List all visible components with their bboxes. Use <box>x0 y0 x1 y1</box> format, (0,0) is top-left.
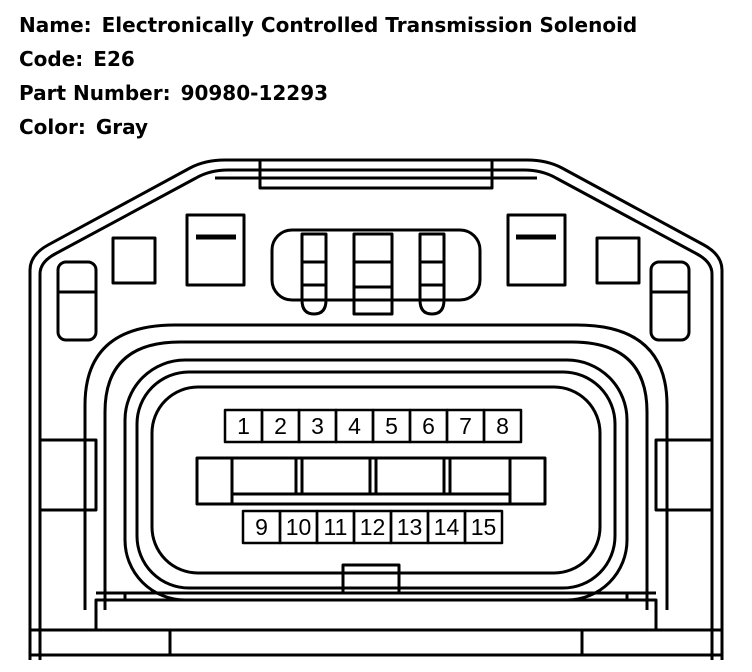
pin-10: 10 <box>278 509 319 545</box>
color-row: Color: Gray <box>19 110 739 144</box>
center-lock-slots <box>270 228 482 316</box>
pin-5: 5 <box>371 408 412 444</box>
pin-4: 4 <box>334 408 375 444</box>
part-number-label: Part Number: <box>19 81 171 105</box>
pin-15: 15 <box>463 509 504 545</box>
pin-number: 1 <box>237 413 250 439</box>
pin-number: 6 <box>422 413 435 439</box>
pin-7: 7 <box>445 408 486 444</box>
right-guide-block <box>654 438 714 512</box>
pin-1: 1 <box>223 408 264 444</box>
left-side-latch <box>56 260 98 342</box>
right-side-latch <box>649 260 691 342</box>
pin-number: 15 <box>471 514 497 540</box>
pin-12: 12 <box>352 509 393 545</box>
left-guide-block <box>38 438 98 512</box>
pin-3: 3 <box>297 408 338 444</box>
pin-8: 8 <box>482 408 523 444</box>
name-label: Name: <box>19 13 92 37</box>
pin-cell <box>482 408 523 444</box>
locking-tab <box>215 158 537 190</box>
pin-housing <box>83 323 669 610</box>
connector-info: Name: Electronically Controlled Transmiss… <box>19 8 739 144</box>
pin-row-bottom: 9 10 11 12 13 14 15 <box>241 509 504 545</box>
pin-number: 10 <box>286 514 312 540</box>
code-label: Code: <box>19 47 84 71</box>
pin-number: 4 <box>348 413 361 439</box>
code-row: Code: E26 <box>19 42 739 76</box>
part-number-value: 90980-12293 <box>180 81 329 105</box>
keying-bar <box>195 456 547 506</box>
upper-cavities <box>111 213 641 287</box>
pin-14: 14 <box>426 509 467 545</box>
code-value: E26 <box>93 47 135 71</box>
pin-number: 14 <box>434 514 460 540</box>
part-number-row: Part Number: 90980-12293 <box>19 76 739 110</box>
pin-cell <box>463 509 504 545</box>
pin-number: 11 <box>324 514 348 540</box>
pin-number: 12 <box>360 514 386 540</box>
pin-6: 6 <box>408 408 449 444</box>
pin-number: 3 <box>311 413 324 439</box>
pin-11: 11 <box>315 509 356 545</box>
name-row: Name: Electronically Controlled Transmiss… <box>19 8 739 42</box>
pin-number: 8 <box>496 413 509 439</box>
color-label: Color: <box>19 115 86 139</box>
pin-number: 7 <box>459 413 472 439</box>
color-value: Gray <box>95 115 149 139</box>
pin-9: 9 <box>241 509 282 545</box>
name-value: Electronically Controlled Transmission S… <box>101 13 638 37</box>
pin-13: 13 <box>389 509 430 545</box>
pin-number: 13 <box>397 514 423 540</box>
pin-2: 2 <box>260 408 301 444</box>
connector-base <box>30 591 722 657</box>
pin-number: 2 <box>274 413 287 439</box>
pin-number: 5 <box>385 413 398 439</box>
pin-number: 9 <box>255 514 268 540</box>
